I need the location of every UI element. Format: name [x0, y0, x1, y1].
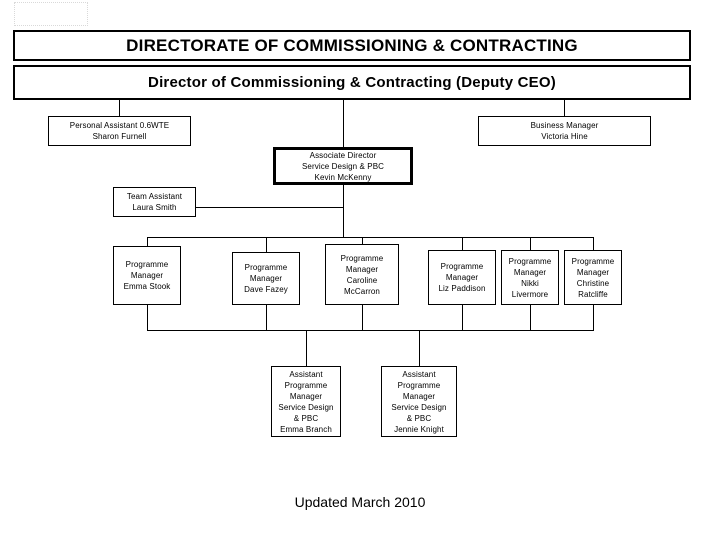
node-role-line-1: Programme — [571, 256, 615, 266]
node-associate-director: Associate Director Service Design & PBC … — [273, 147, 413, 185]
node-role-line-1: Programme — [244, 263, 288, 272]
connector-bus-to-apm-branch — [306, 330, 307, 366]
node-role-line-1: Assistant — [289, 369, 323, 379]
node-role-line-2: Manager — [345, 264, 379, 274]
node-role-line-2: Manager — [445, 273, 479, 282]
connector-director-to-associate-director — [343, 100, 344, 147]
image-placeholder-artifact — [14, 2, 88, 26]
node-name-line: Jennie Knight — [394, 424, 444, 434]
connector-pm-mccarron-down — [362, 305, 363, 331]
connector-bus-to-pm-paddison — [462, 237, 463, 250]
connector-assistant-manager-bus — [147, 330, 593, 331]
connector-pm-livermore-down — [530, 305, 531, 331]
directorate-title-banner: DIRECTORATE OF COMMISSIONING & CONTRACTI… — [13, 30, 691, 61]
node-programme-manager-fazey: Programme Manager Dave Fazey — [232, 252, 300, 305]
node-role-line-1: Programme — [125, 260, 169, 269]
node-name-line: Victoria Hine — [541, 132, 588, 141]
node-name-line: Kevin McKenny — [314, 172, 372, 182]
node-role-line-1: Programme — [508, 256, 552, 266]
node-name-line-2: Livermore — [511, 289, 549, 299]
node-service-line: Service Design & PBC — [301, 161, 385, 171]
node-name-line-2: McCarron — [344, 286, 380, 296]
node-name-line: Emma Stook — [123, 282, 171, 291]
node-assistant-programme-manager-knight: Assistant Programme Manager Service Desi… — [381, 366, 457, 437]
connector-director-to-business-manager — [564, 100, 565, 116]
connector-pm-paddison-down — [462, 305, 463, 331]
node-role-line-2: Manager — [513, 267, 547, 277]
node-name-line: Dave Fazey — [244, 285, 288, 294]
connector-bus-to-pm-livermore — [530, 237, 531, 250]
connector-bus-to-apm-knight — [419, 330, 420, 366]
node-role-line: Associate Director — [309, 150, 377, 160]
node-personal-assistant: Personal Assistant 0.6WTE Sharon Furnell — [48, 116, 191, 146]
node-name-line-1: Nikki — [521, 278, 539, 288]
node-name-line: Liz Paddison — [438, 284, 486, 293]
node-name-line-1: Christine — [576, 278, 610, 288]
connector-pm-stook-down — [147, 305, 148, 331]
node-role-line-1: Assistant — [402, 369, 436, 379]
node-role-line-2: Programme — [397, 380, 441, 390]
node-role-line: Team Assistant — [126, 192, 183, 201]
connector-bus-to-pm-mccarron — [362, 237, 363, 244]
node-role-line-1: Programme — [440, 262, 484, 271]
node-programme-manager-ratcliffe: Programme Manager Christine Ratcliffe — [564, 250, 622, 305]
connector-pm-ratcliffe-down — [593, 305, 594, 331]
node-service-line-2: & PBC — [293, 413, 319, 423]
connector-associate-director-stem — [343, 185, 344, 237]
node-name-line: Emma Branch — [280, 424, 332, 434]
node-name-line: Sharon Furnell — [92, 132, 147, 141]
node-role-line-2: Manager — [576, 267, 610, 277]
connector-pm-fazey-down — [266, 305, 267, 331]
node-role-line-2: Manager — [249, 274, 283, 283]
updated-date-note: Updated March 2010 — [294, 494, 426, 510]
node-programme-manager-mccarron: Programme Manager Caroline McCarron — [325, 244, 399, 305]
node-name-line-2: Ratcliffe — [578, 289, 608, 299]
node-role-line-1: Programme — [340, 253, 384, 263]
node-team-assistant: Team Assistant Laura Smith — [113, 187, 196, 217]
node-name-line-1: Caroline — [346, 275, 378, 285]
node-programme-manager-stook: Programme Manager Emma Stook — [113, 246, 181, 305]
node-service-line-1: Service Design — [278, 402, 334, 412]
node-role-line-3: Manager — [402, 391, 436, 401]
director-title-banner: Director of Commissioning & Contracting … — [13, 65, 691, 100]
connector-bus-to-pm-stook — [147, 237, 148, 246]
connector-programme-manager-bus — [147, 237, 593, 238]
node-service-line-2: & PBC — [406, 413, 432, 423]
node-business-manager: Business Manager Victoria Hine — [478, 116, 651, 146]
node-role-line-2: Programme — [284, 380, 328, 390]
connector-director-to-pa — [119, 100, 120, 116]
node-name-line: Laura Smith — [132, 203, 177, 212]
node-service-line-1: Service Design — [391, 402, 447, 412]
connector-team-assistant-to-stem — [196, 207, 344, 208]
node-role-line: Business Manager — [530, 121, 599, 130]
node-assistant-programme-manager-branch: Assistant Programme Manager Service Desi… — [271, 366, 341, 437]
node-programme-manager-livermore: Programme Manager Nikki Livermore — [501, 250, 559, 305]
node-role-line-3: Manager — [289, 391, 323, 401]
node-programme-manager-paddison: Programme Manager Liz Paddison — [428, 250, 496, 305]
node-role-line-2: Manager — [130, 271, 164, 280]
connector-bus-to-pm-fazey — [266, 237, 267, 252]
node-role-line: Personal Assistant 0.6WTE — [69, 121, 170, 130]
connector-bus-to-pm-ratcliffe — [593, 237, 594, 250]
